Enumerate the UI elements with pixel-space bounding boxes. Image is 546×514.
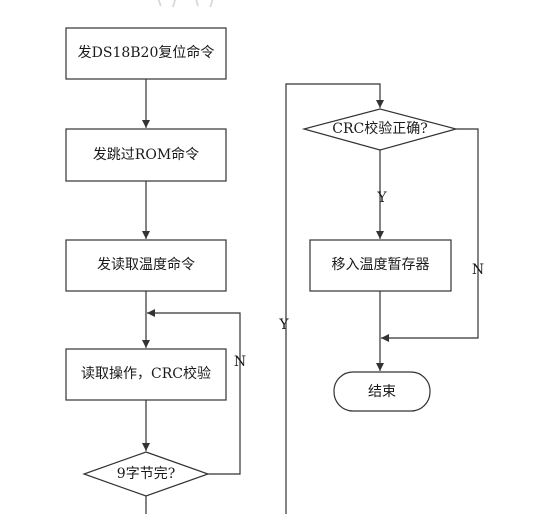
label-move-temp: 移入温度暂存器 xyxy=(331,257,430,273)
edge-label-crc-y: Y xyxy=(377,190,387,206)
long-y-path xyxy=(285,83,384,514)
label-read-temp-cmd: 发读取温度命令 xyxy=(97,257,195,273)
label-crc-ok: CRC校验正确? xyxy=(332,121,428,137)
label-skip-rom-cmd: 发跳过ROM命令 xyxy=(92,147,200,163)
watermark: ∖∕∖∕ xyxy=(150,0,260,14)
terminal-end xyxy=(333,371,431,412)
box-read-temp-cmd xyxy=(65,239,227,292)
loop-n-path xyxy=(147,309,241,475)
edge-label-loop-n: N xyxy=(233,354,247,370)
label-reset-cmd: 发DS18B20复位命令 xyxy=(77,45,215,61)
label-end: 结束 xyxy=(368,384,396,400)
label-read-op: 读取操作，CRC校验 xyxy=(81,366,211,382)
label-nine-bytes-done: 9字节完? xyxy=(116,466,176,482)
box-skip-rom-cmd xyxy=(65,128,227,182)
box-move-temp xyxy=(309,239,452,292)
edge-label-crc-n: N xyxy=(471,262,485,278)
crc-n-path xyxy=(381,128,479,342)
edge-label-long-y: Y xyxy=(279,317,289,333)
